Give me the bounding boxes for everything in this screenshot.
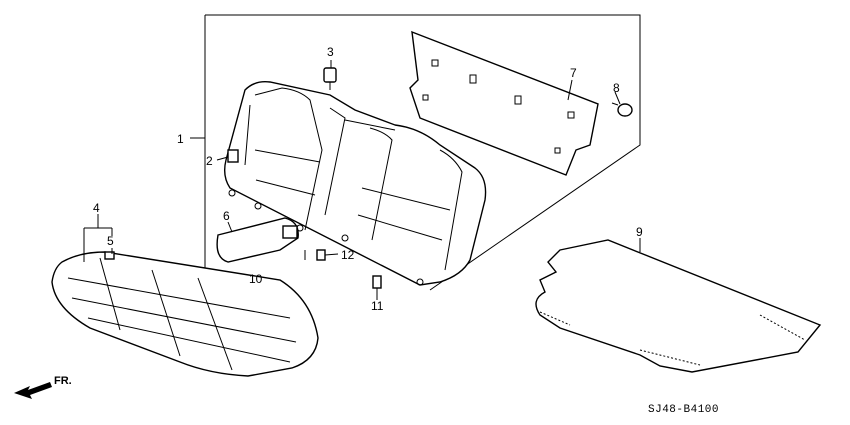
callout-11: 11 — [371, 299, 384, 313]
callout-6: 6 — [223, 209, 230, 223]
callout-7: 7 — [570, 66, 577, 80]
bolt-11 — [372, 275, 382, 296]
armrest — [216, 217, 299, 263]
callout-2: 2 — [206, 154, 213, 168]
callout-4: 4 — [93, 201, 100, 215]
callout-10: 10 — [249, 272, 263, 286]
callout-8: 8 — [613, 81, 620, 95]
hook-5 — [104, 251, 115, 260]
assembly-bracket — [190, 14, 641, 291]
direction-label: FR. — [54, 375, 72, 387]
latch-2 — [216, 149, 239, 163]
callout-labels: 1 2 3 4 5 6 7 8 9 10 11 12 — [93, 45, 643, 313]
reference-code: SJ48-B4100 — [648, 404, 719, 416]
hook-3 — [323, 67, 337, 90]
leader-lines — [83, 60, 641, 300]
rear-panel-board — [409, 30, 599, 176]
floor-mat — [535, 239, 822, 373]
bolt-12 — [304, 249, 339, 261]
front-direction-arrow: FR. — [14, 375, 72, 399]
callout-9: 9 — [636, 225, 643, 239]
clip-8 — [611, 102, 633, 117]
seat-back — [223, 80, 487, 286]
callout-1: 1 — [177, 132, 184, 146]
callout-5: 5 — [107, 234, 114, 248]
seat-cushion — [51, 251, 319, 377]
callout-3: 3 — [327, 45, 334, 59]
callout-12: 12 — [341, 248, 355, 262]
